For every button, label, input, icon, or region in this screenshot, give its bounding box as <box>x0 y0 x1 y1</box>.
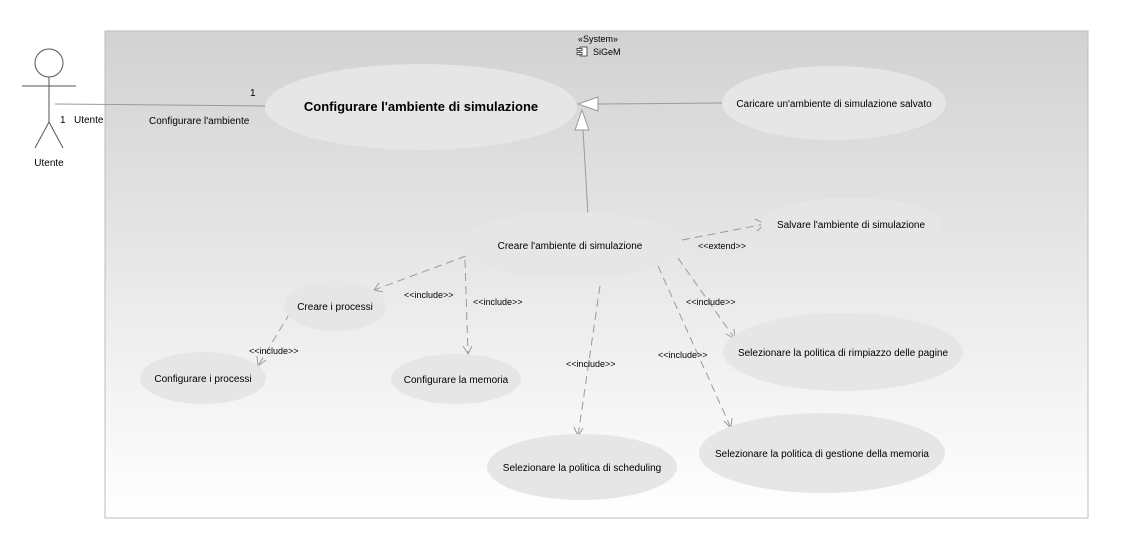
usecase-configurare-ambiente[interactable]: Configurare l'ambiente di simulazione <box>265 64 577 150</box>
include-label-creare-processi: <<include>> <box>404 290 454 300</box>
svg-text:Salvare l'ambiente di simulazi: Salvare l'ambiente di simulazione <box>777 220 926 231</box>
svg-text:Creare i processi: Creare i processi <box>297 302 373 313</box>
svg-text:Selezionare la politica di ges: Selezionare la politica di gestione dell… <box>715 449 929 460</box>
assoc-usecase-multiplicity: 1 <box>250 88 256 99</box>
association-line[interactable] <box>54 103 269 107</box>
assoc-label: Configurare l'ambiente <box>149 116 250 127</box>
include-label-rimpiazzo: <<include>> <box>686 297 736 307</box>
include-label-scheduling: <<include>> <box>566 359 616 369</box>
svg-text:Caricare un'ambiente di simula: Caricare un'ambiente di simulazione salv… <box>736 99 932 110</box>
assoc-actor-role: Utente <box>74 115 104 126</box>
usecase-scheduling[interactable]: Selezionare la politica di scheduling <box>487 434 677 500</box>
include-label-configurare-processi: <<include>> <box>249 346 299 356</box>
include-label-gestione-memoria: <<include>> <box>658 350 708 360</box>
actor-name: Utente <box>34 158 64 169</box>
include-label-configurare-memoria: <<include>> <box>473 297 523 307</box>
usecase-creare-ambiente[interactable]: Creare l'ambiente di simulazione <box>459 212 681 278</box>
system-name: SiGeM <box>593 47 621 57</box>
actor-utente[interactable] <box>22 48 76 149</box>
svg-text:Selezionare la politica di rim: Selezionare la politica di rimpiazzo del… <box>738 348 949 359</box>
generalization-arrowhead-caricare <box>576 96 599 112</box>
svg-text:Creare l'ambiente di simulazio: Creare l'ambiente di simulazione <box>498 241 643 252</box>
generalization-line-creare[interactable] <box>582 129 589 216</box>
usecase-configurare-memoria[interactable]: Configurare la memoria <box>391 354 521 404</box>
svg-text:Configurare la memoria: Configurare la memoria <box>404 375 509 386</box>
svg-text:Configurare i processi: Configurare i processi <box>154 374 251 385</box>
system-stereotype: «System» <box>578 34 618 44</box>
generalization-line-caricare[interactable] <box>597 102 723 105</box>
component-icon <box>576 46 588 57</box>
usecase-gestione-memoria[interactable]: Selezionare la politica di gestione dell… <box>699 413 945 493</box>
extend-label: <<extend>> <box>698 241 746 251</box>
assoc-actor-multiplicity: 1 <box>60 115 66 126</box>
generalization-arrowhead-creare <box>574 108 590 131</box>
usecase-caricare[interactable]: Caricare un'ambiente di simulazione salv… <box>722 66 946 140</box>
svg-text:Selezionare la politica di sch: Selezionare la politica di scheduling <box>503 463 661 474</box>
dependency-include-configurare-memoria[interactable] <box>462 259 473 356</box>
usecase-creare-processi[interactable]: Creare i processi <box>284 281 386 331</box>
usecase-salvare[interactable]: Salvare l'ambiente di simulazione <box>761 198 941 250</box>
svg-text:Configurare l'ambiente di simu: Configurare l'ambiente di simulazione <box>304 99 538 114</box>
usecase-configurare-processi[interactable]: Configurare i processi <box>140 352 266 404</box>
usecase-rimpiazzo[interactable]: Selezionare la politica di rimpiazzo del… <box>723 313 963 391</box>
